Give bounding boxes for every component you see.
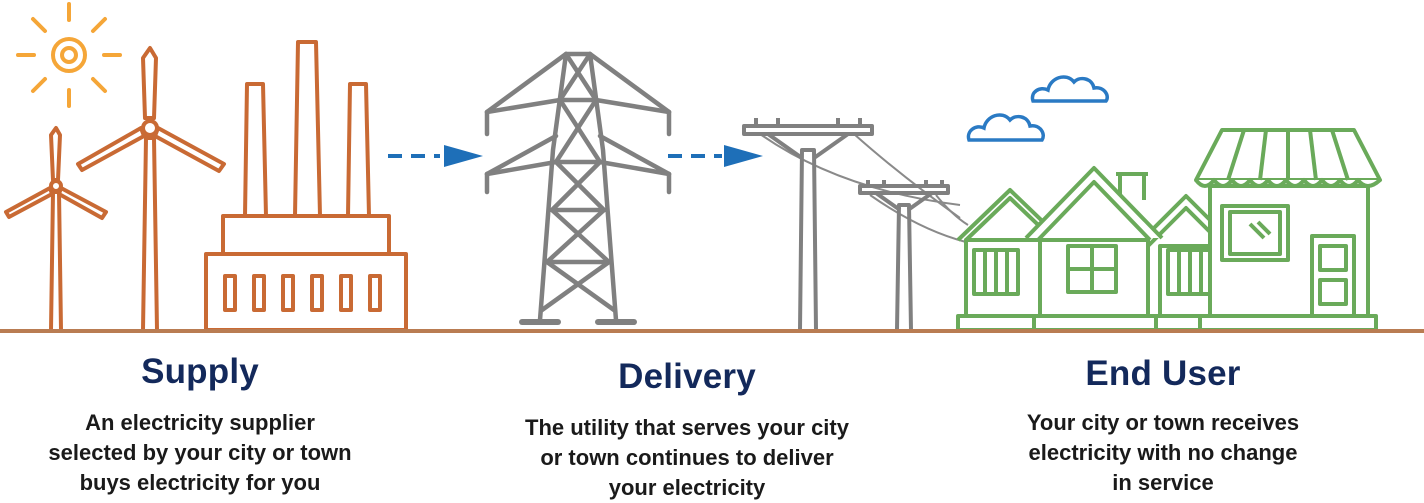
house-icon — [1024, 166, 1164, 332]
end-user-title: End User — [1085, 354, 1241, 393]
wind-turbine-icon — [4, 126, 108, 331]
delivery-description: The utility that serves your city or tow… — [525, 415, 849, 500]
factory-icon — [204, 40, 408, 332]
energy-flow-illustration — [0, 2, 1424, 333]
storefront-icon — [1194, 128, 1382, 332]
sun-icon — [16, 2, 122, 108]
supply-title: Supply — [141, 352, 259, 391]
cloud-icon — [966, 113, 1045, 142]
power-line — [759, 133, 969, 243]
utility-pole-icon — [742, 118, 874, 331]
supply-description: An electricity supplier selected by your… — [48, 410, 352, 495]
cloud-icon — [1030, 75, 1109, 103]
end-user-description: Your city or town receives electricity w… — [1026, 410, 1300, 495]
wind-turbine-icon — [76, 46, 226, 331]
delivery-title: Delivery — [618, 357, 756, 396]
arrow-icon — [388, 145, 483, 167]
transmission-tower-icon — [484, 51, 672, 325]
utility-pole-icon — [858, 180, 950, 331]
arrow-icon — [668, 145, 763, 167]
